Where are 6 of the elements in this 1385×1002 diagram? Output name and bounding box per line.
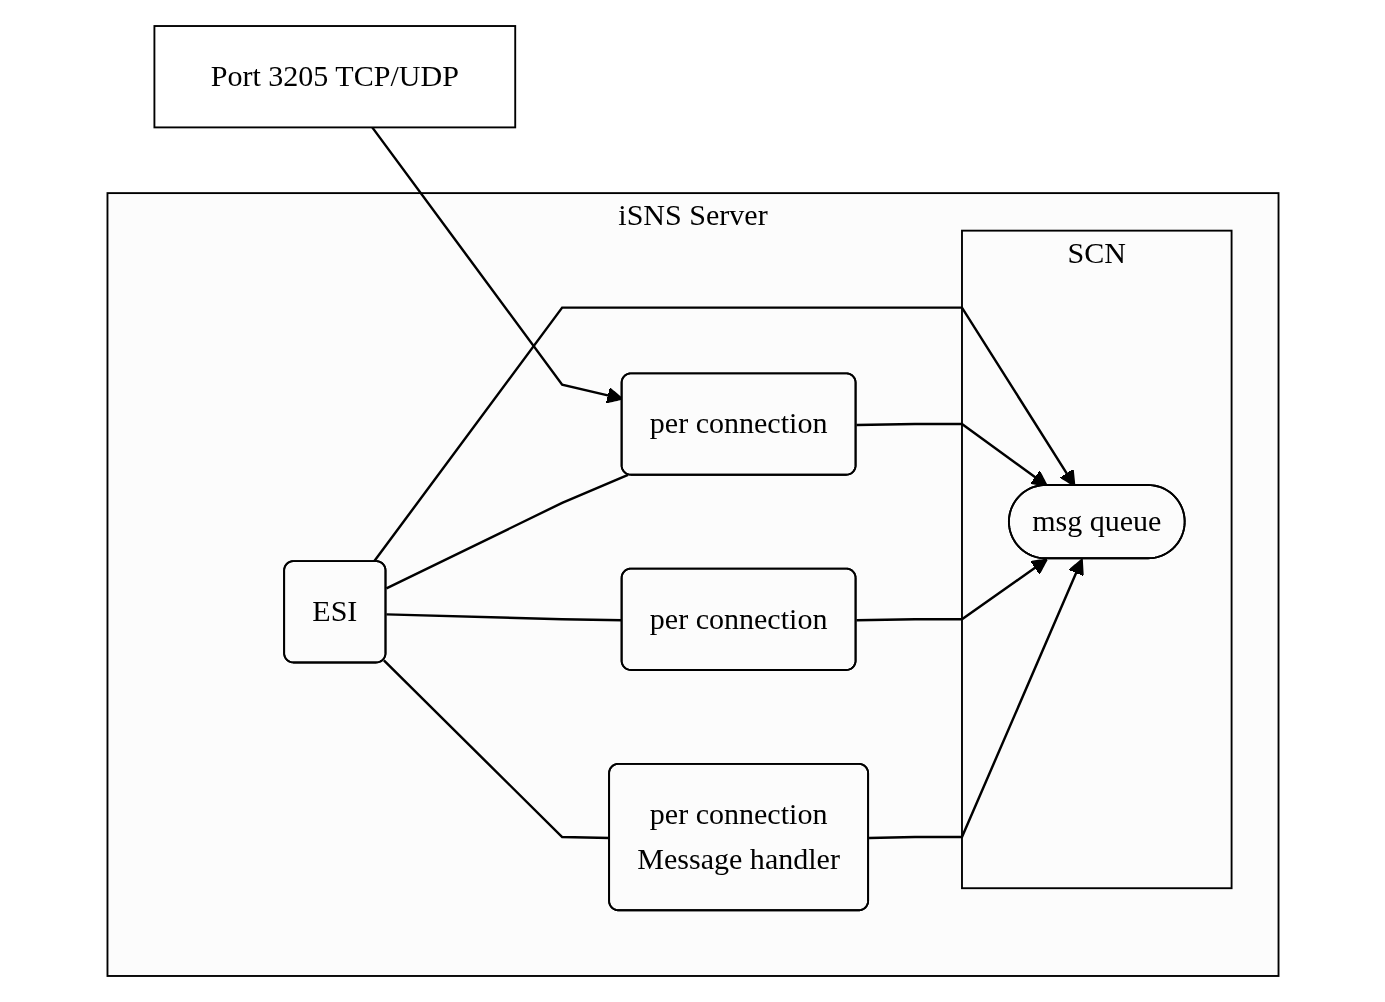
arrow (856, 422, 1048, 487)
arrow (856, 558, 1048, 622)
arrow (868, 558, 1084, 840)
arrow (372, 306, 1075, 563)
connector (385, 473, 628, 590)
node-box: Port 3205 TCP/UDP (152, 25, 516, 129)
